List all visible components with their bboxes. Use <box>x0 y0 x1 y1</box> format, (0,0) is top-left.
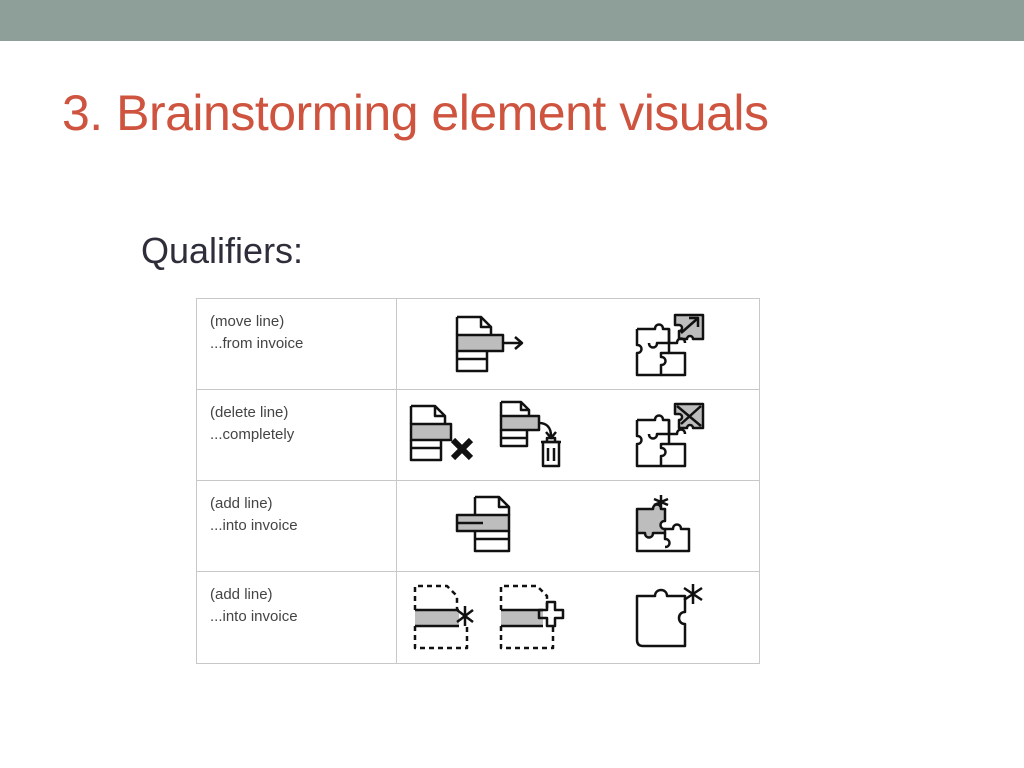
row-description: (add line) ...into invoice <box>197 481 397 571</box>
row-description: (delete line) ...completely <box>197 390 397 480</box>
table-row: (add line) ...into invoice <box>197 572 759 663</box>
row-action-label: (move line) <box>210 313 285 330</box>
qualifier-table: (move line) ...from invoice (delete line… <box>196 298 760 664</box>
row-qualifier-label: ...completely <box>210 426 295 443</box>
slide-title: 3. Brainstorming element visuals <box>62 85 769 141</box>
document-line-delete-x-icon <box>409 404 474 462</box>
row-action-label: (add line) <box>210 586 273 603</box>
row-qualifier-label: ...from invoice <box>210 335 304 352</box>
puzzle-piece-new-icon <box>635 495 691 553</box>
dashed-document-line-add-icon <box>499 584 565 650</box>
qualifiers-heading: Qualifiers: <box>141 230 304 271</box>
document-line-insert-icon <box>455 495 511 553</box>
puzzle-piece-delete-icon <box>635 402 705 468</box>
row-action-label: (add line) <box>210 495 273 512</box>
row-qualifier-label: ...into invoice <box>210 517 298 534</box>
row-qualifier-label: ...into invoice <box>210 608 298 625</box>
table-row: (move line) ...from invoice <box>197 299 759 390</box>
row-description: (add line) ...into invoice <box>197 572 397 663</box>
dashed-document-line-new-icon <box>413 584 474 650</box>
puzzle-piece-export-icon <box>635 313 705 377</box>
document-line-trash-icon <box>499 400 561 468</box>
row-action-label: (delete line) <box>210 404 289 421</box>
row-description: (move line) ...from invoice <box>197 299 397 389</box>
document-line-move-out-icon <box>455 315 524 373</box>
top-accent-bar <box>0 0 1024 41</box>
table-row: (add line) ...into invoice <box>197 481 759 572</box>
table-row: (delete line) ...completely <box>197 390 759 481</box>
puzzle-piece-outline-new-icon <box>635 584 703 648</box>
